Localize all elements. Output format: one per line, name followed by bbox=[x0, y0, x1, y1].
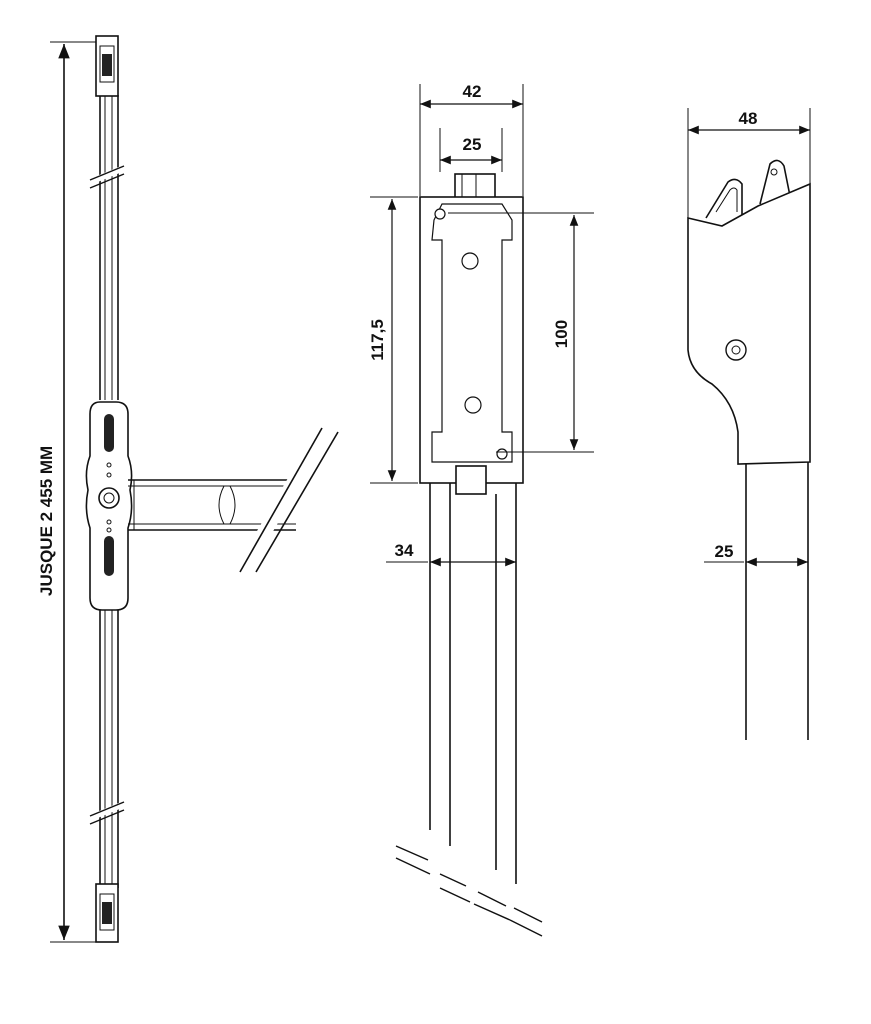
rod-break-marks bbox=[88, 165, 126, 825]
hole-spacing-100-label: 100 bbox=[552, 320, 571, 348]
profile-rod bbox=[745, 462, 809, 740]
front-view bbox=[50, 35, 339, 943]
profile-rod-width-label: 25 bbox=[715, 542, 734, 561]
width-25-label: 25 bbox=[463, 135, 482, 154]
bottom-end-fitting bbox=[95, 883, 119, 943]
central-lock-case bbox=[85, 401, 133, 611]
horizontal-handle-bar bbox=[128, 427, 339, 573]
profile-body bbox=[687, 182, 811, 465]
side-view bbox=[370, 84, 594, 937]
rod-spacing-34-label: 34 bbox=[395, 541, 414, 560]
mounting-hole-upper bbox=[461, 252, 479, 270]
top-tongue bbox=[454, 173, 496, 199]
vertical-rod-upper bbox=[99, 95, 119, 400]
width-48-label: 48 bbox=[739, 109, 758, 128]
lock-housing bbox=[419, 196, 524, 484]
profile-view bbox=[687, 108, 811, 740]
side-view-rods bbox=[429, 483, 517, 884]
vertical-rod-lower bbox=[99, 610, 119, 888]
overall-length-label: JUSQUE 2 455 MM bbox=[37, 446, 56, 596]
mounting-hole-lower bbox=[464, 396, 482, 414]
width-42-label: 42 bbox=[463, 82, 482, 101]
side-view-break-marks bbox=[395, 845, 543, 937]
latch-hooks bbox=[705, 159, 791, 219]
top-end-fitting bbox=[95, 35, 119, 97]
height-117-5-label: 117,5 bbox=[368, 319, 387, 361]
